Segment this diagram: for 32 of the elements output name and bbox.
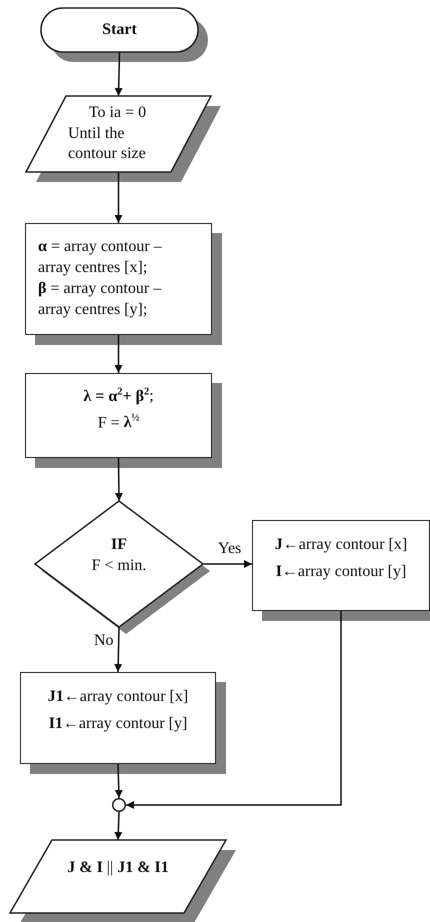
node-text: α = array contour – array centres [x]; — [38, 237, 163, 278]
junction-circle — [112, 798, 126, 812]
node-text: β = array contour – array centres [y]; — [38, 279, 162, 320]
node-text: J & I || J1 & I1 — [67, 858, 169, 878]
arrow — [114, 172, 122, 223]
arrow — [114, 458, 123, 501]
node-text: F < min. — [92, 556, 146, 576]
process-box — [20, 672, 216, 764]
node-text: Start — [102, 20, 137, 40]
terminal-shape — [41, 8, 198, 52]
arrow — [126, 611, 342, 809]
decision-diamond — [35, 501, 203, 627]
arrow — [114, 764, 123, 798]
input-output-parallelogram — [26, 96, 211, 172]
node-text: λ = α$^{2}$+ β$^{2}$; — [83, 385, 154, 407]
node-text: I1←array contour [y] — [48, 714, 188, 734]
process-box — [25, 223, 212, 335]
node-text: Until the contour size — [68, 124, 147, 164]
arrow — [114, 812, 122, 840]
node-text: F = λ$^{½}$ — [98, 412, 140, 433]
node-text: J←array contour [x] — [274, 534, 408, 555]
node-text: J1←array contour [x] — [48, 687, 188, 708]
arrow — [114, 335, 122, 373]
node-text: I←array contour [y] — [276, 562, 406, 582]
arrow — [114, 52, 123, 96]
node-text: To ia = 0 — [88, 102, 146, 123]
process-box — [25, 373, 212, 458]
arrow — [203, 560, 252, 568]
arrow — [114, 626, 122, 672]
input-output-parallelogram — [10, 840, 226, 913]
node-text: IF — [111, 535, 127, 556]
process-box — [252, 520, 430, 611]
